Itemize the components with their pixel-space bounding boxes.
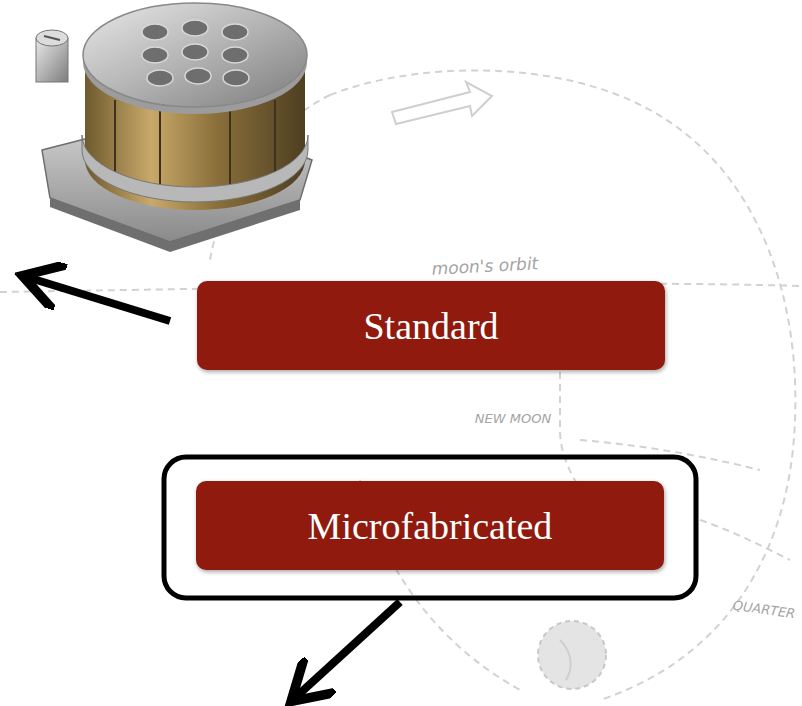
highlight-frame — [164, 457, 696, 598]
pointer-arrow — [297, 602, 400, 696]
orbit-arrow — [392, 82, 492, 124]
pointer-arrow — [30, 278, 170, 321]
process-box: Standard — [197, 281, 665, 370]
moon-sketch — [538, 621, 606, 689]
box-label: Standard — [363, 304, 498, 348]
sketch-label: NEW MOON — [468, 412, 558, 426]
sketch-label: QUARTER — [727, 598, 800, 622]
sketch-label: moon's orbit — [405, 254, 566, 280]
process-box: Microfabricated — [196, 481, 664, 570]
box-label: Microfabricated — [308, 504, 553, 548]
retroreflector-photo — [36, 3, 312, 252]
